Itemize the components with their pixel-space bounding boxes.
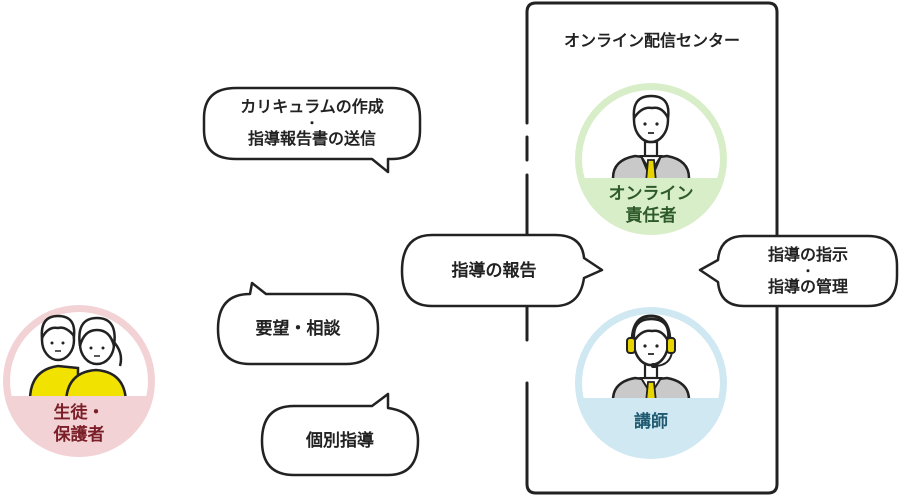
bubble-tutoring-text: 個別指導	[306, 431, 374, 451]
bubble-tutoring-line1: 個別指導	[306, 431, 374, 451]
bubble-instruction	[698, 234, 899, 308]
student-label-line1: 生徒・	[53, 403, 105, 423]
center-box	[525, 1, 779, 495]
instructor-label-line1: 講師	[634, 412, 668, 432]
manager-figure	[575, 83, 727, 235]
bubble-curriculum-line1: カリキュラムの作成	[240, 97, 384, 116]
bubble-curriculum-sep: ・	[305, 116, 318, 130]
bubble-curriculum-text: カリキュラムの作成 ・ 指導報告書の送信	[240, 97, 384, 149]
center-title-text: オンライン配信センター	[563, 31, 741, 50]
manager-label: オンライン 責任者	[609, 183, 694, 227]
instructor-label: 講師	[634, 411, 668, 433]
bubble-report-text: 指導の報告	[452, 261, 537, 281]
student-label: 生徒・ 保護者	[54, 402, 105, 446]
manager-label-line1: オンライン	[608, 184, 694, 204]
bubble-instruction-line2: 指導の管理	[767, 277, 849, 296]
bubble-curriculum-line2: 指導報告書の送信	[247, 129, 376, 148]
student-figure	[3, 305, 155, 457]
bubble-instruction-sep: ・	[801, 264, 815, 278]
center-title: オンライン配信センター	[564, 31, 740, 51]
instructor-figure	[575, 307, 727, 459]
bubble-instruction-text: 指導の指示 ・ 指導の管理	[768, 245, 848, 297]
bubble-instruction-line1: 指導の指示	[767, 245, 849, 264]
bubble-request-text: 要望・相談	[256, 319, 341, 339]
bubble-request	[216, 281, 380, 366]
bubble-request-line1: 要望・相談	[255, 319, 341, 339]
manager-label-line2: 責任者	[625, 206, 677, 226]
student-label-line2: 保護者	[53, 425, 105, 445]
bubble-report-line1: 指導の報告	[451, 261, 537, 281]
bubble-tutoring	[260, 392, 420, 477]
bubble-curriculum	[202, 86, 422, 174]
bubble-report	[400, 233, 604, 308]
